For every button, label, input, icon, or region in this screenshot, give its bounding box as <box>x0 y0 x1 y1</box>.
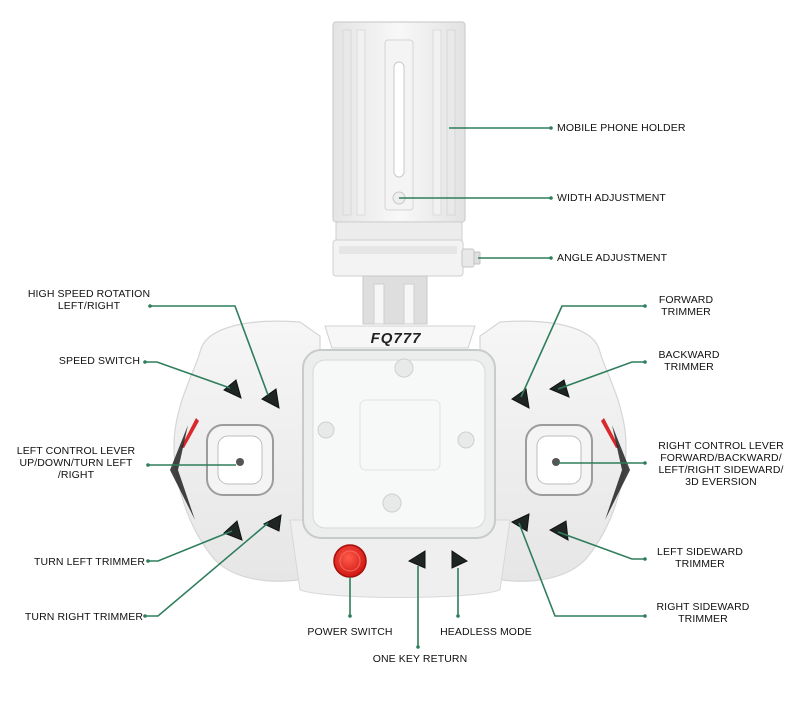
speed-switch-button[interactable] <box>223 379 242 399</box>
right-control-lever[interactable] <box>525 424 593 496</box>
leader-lines <box>145 127 645 647</box>
power-switch-button[interactable] <box>333 544 367 578</box>
left-control-lever[interactable] <box>206 424 274 496</box>
label-mobile-phone-holder: MOBILE PHONE HOLDER <box>557 122 686 134</box>
label-left-control-lever: LEFT CONTROL LEVER UP/DOWN/TURN LEFT /RI… <box>16 445 136 481</box>
label-left-sideward-trimmer: LEFT SIDEWARD TRIMMER <box>657 546 743 570</box>
label-forward-trimmer: FORWARD TRIMMER <box>658 294 714 318</box>
angle-adjustment-hinge <box>332 221 481 325</box>
label-high-speed-rotation: HIGH SPEED ROTATION LEFT/RIGHT <box>27 288 151 312</box>
red-accent-marks <box>170 418 630 520</box>
headless-mode-button[interactable] <box>451 550 469 569</box>
one-key-return-button[interactable] <box>407 550 426 569</box>
leader-dots <box>143 126 647 649</box>
label-right-sideward-trimmer: RIGHT SIDEWARD TRIMMER <box>656 601 750 625</box>
label-turn-right-trimmer: TURN RIGHT TRIMMER <box>24 611 143 623</box>
label-width-adjustment: WIDTH ADJUSTMENT <box>557 192 666 204</box>
label-angle-adjustment: ANGLE ADJUSTMENT <box>557 252 668 264</box>
label-power-switch: POWER SWITCH <box>307 626 393 638</box>
forward-trimmer-button[interactable] <box>511 388 530 409</box>
brand-label: FQ777 <box>371 330 422 347</box>
left-sideward-trimmer-button[interactable] <box>548 520 569 541</box>
label-speed-switch: SPEED SWITCH <box>58 355 140 367</box>
turn-left-trimmer-button[interactable] <box>223 520 243 541</box>
label-backward-trimmer: BACKWARD TRIMMER <box>658 349 720 373</box>
mobile-phone-holder <box>332 21 466 223</box>
label-headless-mode: HEADLESS MODE <box>440 626 532 638</box>
label-right-control-lever: RIGHT CONTROL LEVER FORWARD/BACKWARD/ LE… <box>658 440 784 488</box>
turn-right-trimmer-button[interactable] <box>262 514 282 532</box>
label-one-key-return: ONE KEY RETURN <box>372 653 468 665</box>
label-turn-left-trimmer: TURN LEFT TRIMMER <box>34 556 145 568</box>
high-speed-rotation-button[interactable] <box>261 388 280 409</box>
